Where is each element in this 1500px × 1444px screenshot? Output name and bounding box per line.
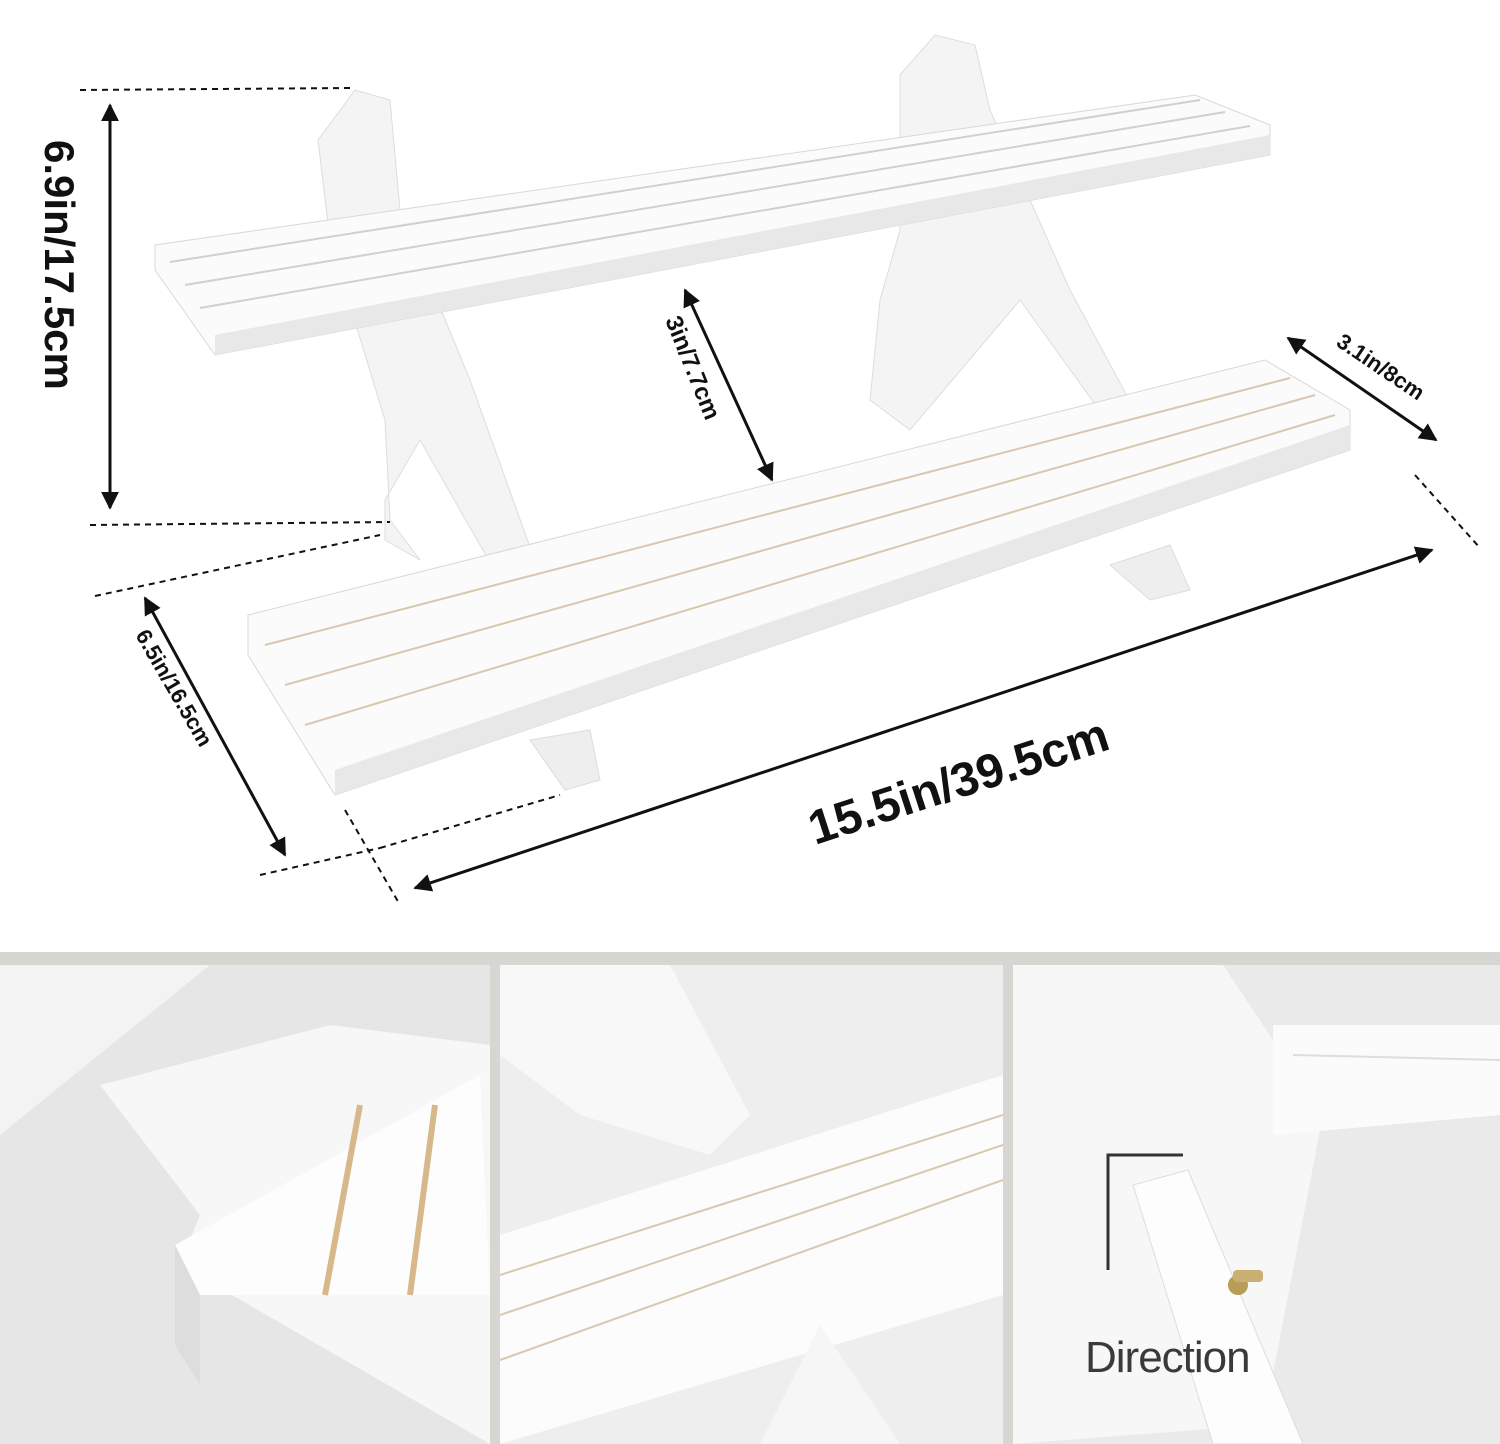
tier-gap-dimension-label: 3in/7.7cm xyxy=(659,312,725,424)
detail-panel-grooves xyxy=(0,965,490,1444)
detail-panel-direction xyxy=(1013,965,1500,1444)
back-left-leg xyxy=(317,89,541,581)
width-dimension-label: 15.5in/39.5cm xyxy=(802,709,1115,856)
back-right-leg xyxy=(869,34,1141,431)
panel-divider xyxy=(1003,965,1013,1444)
base-depth-dimension-label: 6.5in/16.5cm xyxy=(131,625,218,751)
direction-corner-marker xyxy=(1106,1153,1183,1270)
section-divider xyxy=(0,952,1500,965)
panel-divider xyxy=(490,965,500,1444)
dimension-arrows xyxy=(101,103,1438,892)
top-shelf xyxy=(154,94,1271,356)
detail-panel-shelf xyxy=(500,965,1003,1444)
height-dimension-label: 6.9in/17.5cm xyxy=(36,140,83,390)
direction-label: Direction xyxy=(1085,1333,1251,1382)
shelf-depth-dimension-label: 3.1in/8cm xyxy=(1332,328,1429,405)
